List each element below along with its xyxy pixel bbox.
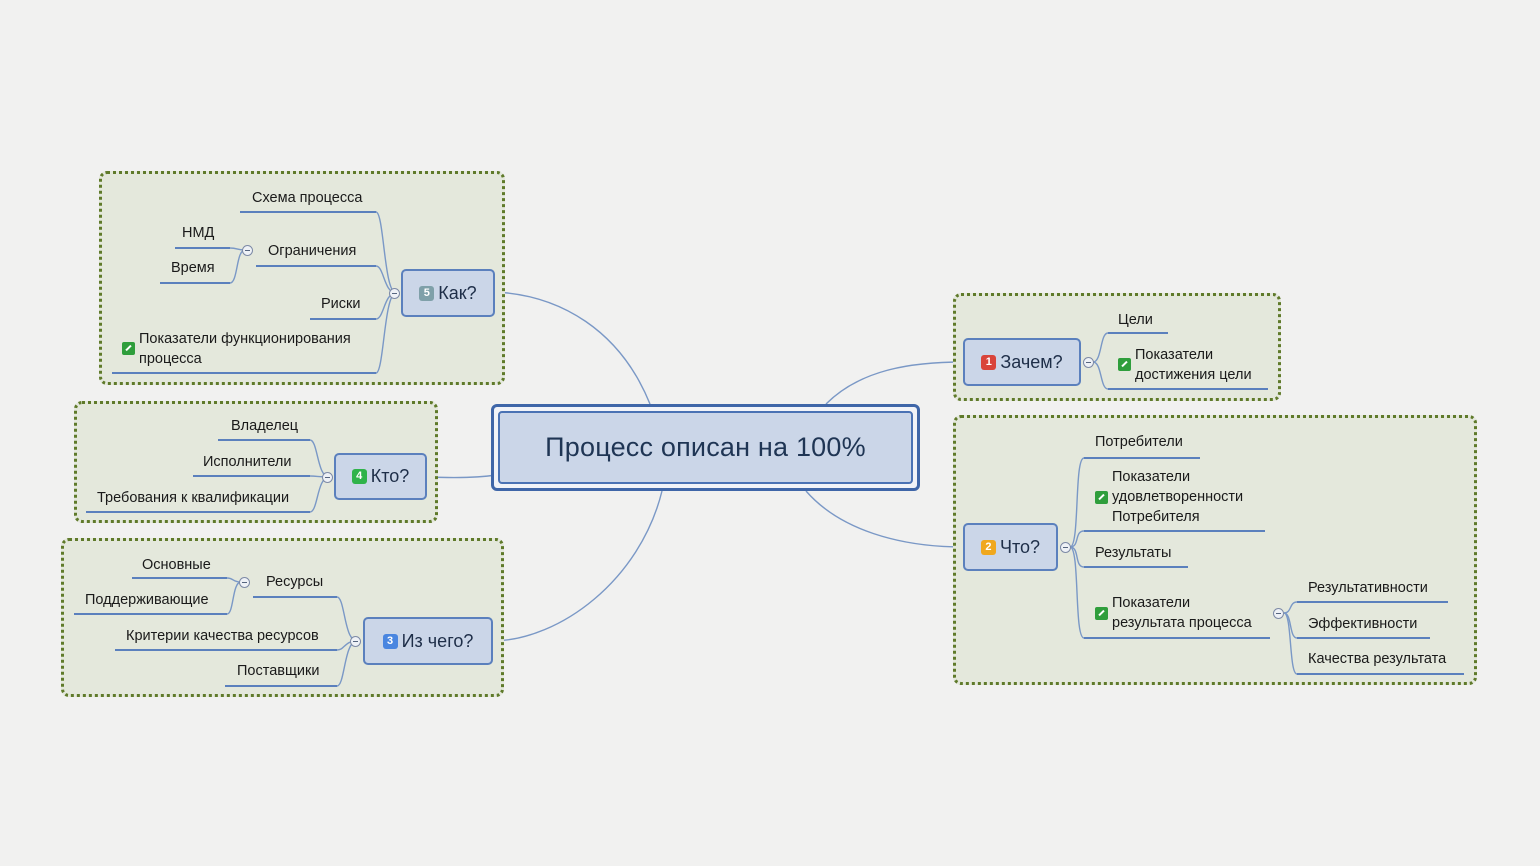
leaf-kachestva-rezultata[interactable]: Качества результата <box>1308 651 1447 667</box>
leaf-rez-processa-line1[interactable]: Показатели <box>1112 595 1191 611</box>
task-icon <box>1095 607 1108 620</box>
central-topic[interactable]: Процесс описан на 100% <box>491 404 920 491</box>
leaf-rezultativnosti[interactable]: Результативности <box>1308 580 1428 596</box>
leaf-osnovnye[interactable]: Основные <box>142 557 211 573</box>
priority-1-icon: 1 <box>981 354 997 370</box>
task-icon <box>1095 491 1108 504</box>
topic-iz-chego-label: Из чего? <box>401 630 474 651</box>
leaf-podderzhivayushchie[interactable]: Поддерживающие <box>85 592 209 608</box>
topic-kto[interactable]: 4 Кто? <box>334 453 427 500</box>
leaf-pokazateli-celi-line2[interactable]: достижения цели <box>1135 367 1252 383</box>
leaf-rezultaty[interactable]: Результаты <box>1095 545 1172 561</box>
topic-iz-chego[interactable]: 3 Из чего? <box>363 617 493 665</box>
topic-zachem[interactable]: 1 Зачем? <box>963 338 1081 386</box>
priority-5-icon: 5 <box>419 285 435 301</box>
leaf-vremya[interactable]: Время <box>171 260 215 276</box>
topic-chto-label: Что? <box>999 536 1041 557</box>
collapse-chto-icon[interactable] <box>1060 542 1071 553</box>
topic-zachem-label: Зачем? <box>1000 351 1063 372</box>
topic-kto-label: Кто? <box>370 466 410 486</box>
priority-4-icon: 4 <box>351 469 367 484</box>
priority-2-icon: 2 <box>980 539 996 555</box>
task-icon <box>122 342 135 355</box>
leaf-pokazateli-funkc-line2[interactable]: процесса <box>139 351 202 367</box>
leaf-vladelec[interactable]: Владелец <box>231 418 299 434</box>
leaf-nmd[interactable]: НМД <box>182 225 215 241</box>
topic-kak-label: Как? <box>438 282 477 303</box>
leaf-pokazateli-funkc-line1[interactable]: Показатели функционирования <box>139 331 351 347</box>
leaf-ispolniteli[interactable]: Исполнители <box>203 454 292 470</box>
collapse-resursy-icon[interactable] <box>239 577 250 588</box>
leaf-shema-processa[interactable]: Схема процесса <box>252 190 363 206</box>
collapse-rezultat-icon[interactable] <box>1273 608 1284 619</box>
leaf-potrebiteli[interactable]: Потребители <box>1095 434 1183 450</box>
leaf-udovl-line2[interactable]: удовлетворенности <box>1112 489 1244 505</box>
collapse-kak-icon[interactable] <box>389 288 400 299</box>
collapse-iz-chego-icon[interactable] <box>350 636 361 647</box>
leaf-kriterii[interactable]: Критерии качества ресурсов <box>126 628 319 644</box>
leaf-effektivnosti[interactable]: Эффективности <box>1308 616 1418 632</box>
leaf-trebovaniya[interactable]: Требования к квалификации <box>97 490 290 506</box>
topic-chto[interactable]: 2 Что? <box>963 523 1058 571</box>
leaf-ogranicheniya[interactable]: Ограничения <box>268 243 357 259</box>
priority-3-icon: 3 <box>382 633 398 649</box>
leaf-postavshchiki[interactable]: Поставщики <box>237 663 320 679</box>
leaf-pokazateli-celi-line1[interactable]: Показатели <box>1135 347 1214 363</box>
leaf-celi[interactable]: Цели <box>1118 312 1153 328</box>
collapse-ogranicheniya-icon[interactable] <box>242 245 253 256</box>
leaf-udovl-line3[interactable]: Потребителя <box>1112 509 1200 525</box>
leaf-riski[interactable]: Риски <box>321 296 361 312</box>
task-icon <box>1118 358 1131 371</box>
collapse-zachem-icon[interactable] <box>1083 357 1094 368</box>
leaf-resursy[interactable]: Ресурсы <box>266 574 324 590</box>
leaf-udovl-line1[interactable]: Показатели <box>1112 469 1191 485</box>
central-topic-label: Процесс описан на 100% <box>498 411 913 484</box>
leaf-rez-processa-line2[interactable]: результата процесса <box>1112 615 1252 631</box>
topic-kak[interactable]: 5 Как? <box>401 269 495 317</box>
collapse-kto-icon[interactable] <box>322 472 333 483</box>
